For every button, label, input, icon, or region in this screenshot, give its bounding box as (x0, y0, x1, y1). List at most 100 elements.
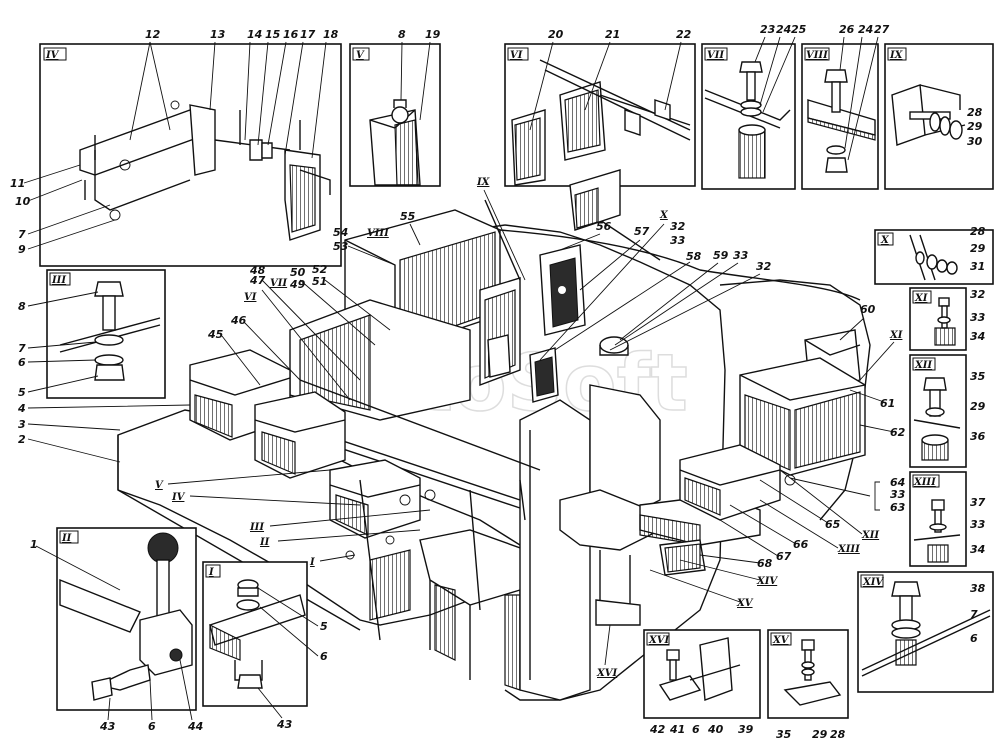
label-46: 46 (230, 314, 247, 327)
label-25: 25 (791, 23, 807, 36)
callout-XIII: XIII (837, 544, 860, 555)
inset-IX: IX 28 29 30 (884, 43, 994, 190)
inset-XIII: XIII 37 33 34 (909, 471, 986, 567)
main-assembly (117, 199, 871, 701)
label-8b: 8 (18, 300, 26, 313)
inset-VIII: VIII 26 24 27 (801, 23, 890, 190)
inset-label-III: III (51, 275, 66, 286)
label-33c: 33 (670, 234, 686, 247)
label-32b: 32 (670, 220, 686, 233)
inset-label-VI: VI (510, 50, 523, 61)
label-1: 1 (30, 538, 38, 551)
label-32c: 32 (756, 260, 772, 273)
callout-X: X (659, 210, 669, 221)
label-63: 63 (890, 501, 906, 514)
label-32: 32 (970, 288, 986, 301)
label-48: 48 (249, 264, 266, 277)
label-20: 20 (548, 28, 564, 41)
label-11: 11 (10, 177, 25, 190)
label-34b: 34 (970, 543, 985, 556)
label-49: 49 (289, 278, 306, 291)
label-40: 40 (707, 723, 724, 736)
label-41: 41 (669, 723, 685, 736)
label-12: 12 (145, 28, 161, 41)
inset-label-XVI: XVI (648, 635, 670, 646)
label-29c: 29 (970, 400, 986, 413)
label-66: 66 (793, 538, 809, 551)
label-43: 43 (99, 720, 116, 733)
label-6f: 6 (320, 650, 328, 663)
label-53: 53 (333, 240, 349, 253)
label-30: 30 (967, 135, 983, 148)
label-54: 54 (333, 226, 348, 239)
inset-XII: XII 35 29 36 (909, 354, 986, 468)
label-9: 9 (18, 243, 26, 256)
label-15: 15 (265, 28, 281, 41)
callout-I: I (309, 557, 315, 568)
inset-label-VIII: VIII (806, 50, 828, 61)
label-6e: 6 (148, 720, 156, 733)
callout-XVI: XVI (596, 668, 618, 679)
callout-III: III (249, 522, 264, 533)
label-31: 31 (970, 260, 985, 273)
callout-XV: XV (736, 598, 754, 609)
callout-XI: XI (889, 330, 903, 341)
label-5: 5 (18, 386, 26, 399)
label-8: 8 (398, 28, 406, 41)
label-29: 29 (967, 120, 983, 133)
label-36: 36 (970, 430, 986, 443)
callout-VII: VII (270, 278, 287, 289)
inset-X: X 28 29 31 (874, 225, 994, 285)
label-24: 24 (776, 23, 791, 36)
label-21: 21 (605, 28, 620, 41)
label-64: 64 (890, 476, 905, 489)
label-61: 61 (880, 397, 895, 410)
callout-VIII: VIII (367, 228, 389, 239)
inset-I: I 5 6 43 (202, 561, 328, 731)
label-5b: 5 (320, 620, 328, 633)
label-27: 27 (874, 23, 890, 36)
label-6d: 6 (18, 356, 26, 369)
inset-VII: VII 23 24 25 (701, 23, 807, 190)
inset-label-XIII: XIII (913, 477, 936, 488)
callout-V: V (155, 480, 164, 491)
label-18: 18 (323, 28, 339, 41)
label-16: 16 (283, 28, 299, 41)
label-7b: 7 (970, 608, 978, 621)
label-4: 4 (17, 402, 26, 415)
inset-XI: XI 32 33 34 (909, 287, 986, 351)
label-62: 62 (890, 426, 906, 439)
label-35b: 35 (776, 728, 792, 741)
label-33d: 33 (733, 249, 749, 262)
callout-II: II (259, 537, 270, 548)
label-17: 17 (300, 28, 316, 41)
inset-label-VII: VII (707, 50, 724, 61)
inset-label-XI: XI (914, 293, 928, 304)
inset-III: III 8 7 6 5 (18, 269, 166, 399)
inset-V: V 8 19 (349, 28, 441, 187)
inset-label-IX: IX (889, 50, 904, 61)
inset-IV: IV (39, 43, 342, 267)
label-68: 68 (757, 557, 773, 570)
label-28: 28 (967, 106, 983, 119)
label-23: 23 (760, 23, 776, 36)
inset-label-IV: IV (45, 50, 60, 61)
label-67: 67 (776, 550, 792, 563)
label-39: 39 (738, 723, 754, 736)
callout-XII: XII (861, 530, 879, 541)
label-58: 58 (686, 250, 702, 263)
label-44: 44 (187, 720, 203, 733)
label-29d: 29 (812, 728, 828, 741)
label-28b: 28 (970, 225, 986, 238)
label-2: 2 (18, 433, 26, 446)
label-60: 60 (860, 303, 876, 316)
label-55: 55 (400, 210, 416, 223)
label-57: 57 (634, 225, 650, 238)
label-34: 34 (970, 330, 985, 343)
label-47: 47 (249, 274, 266, 287)
label-6b: 6 (970, 632, 978, 645)
label-65: 65 (825, 518, 841, 531)
label-33e: 33 (890, 488, 906, 501)
label-26: 26 (839, 23, 855, 36)
callout-IX: IX (476, 177, 491, 188)
